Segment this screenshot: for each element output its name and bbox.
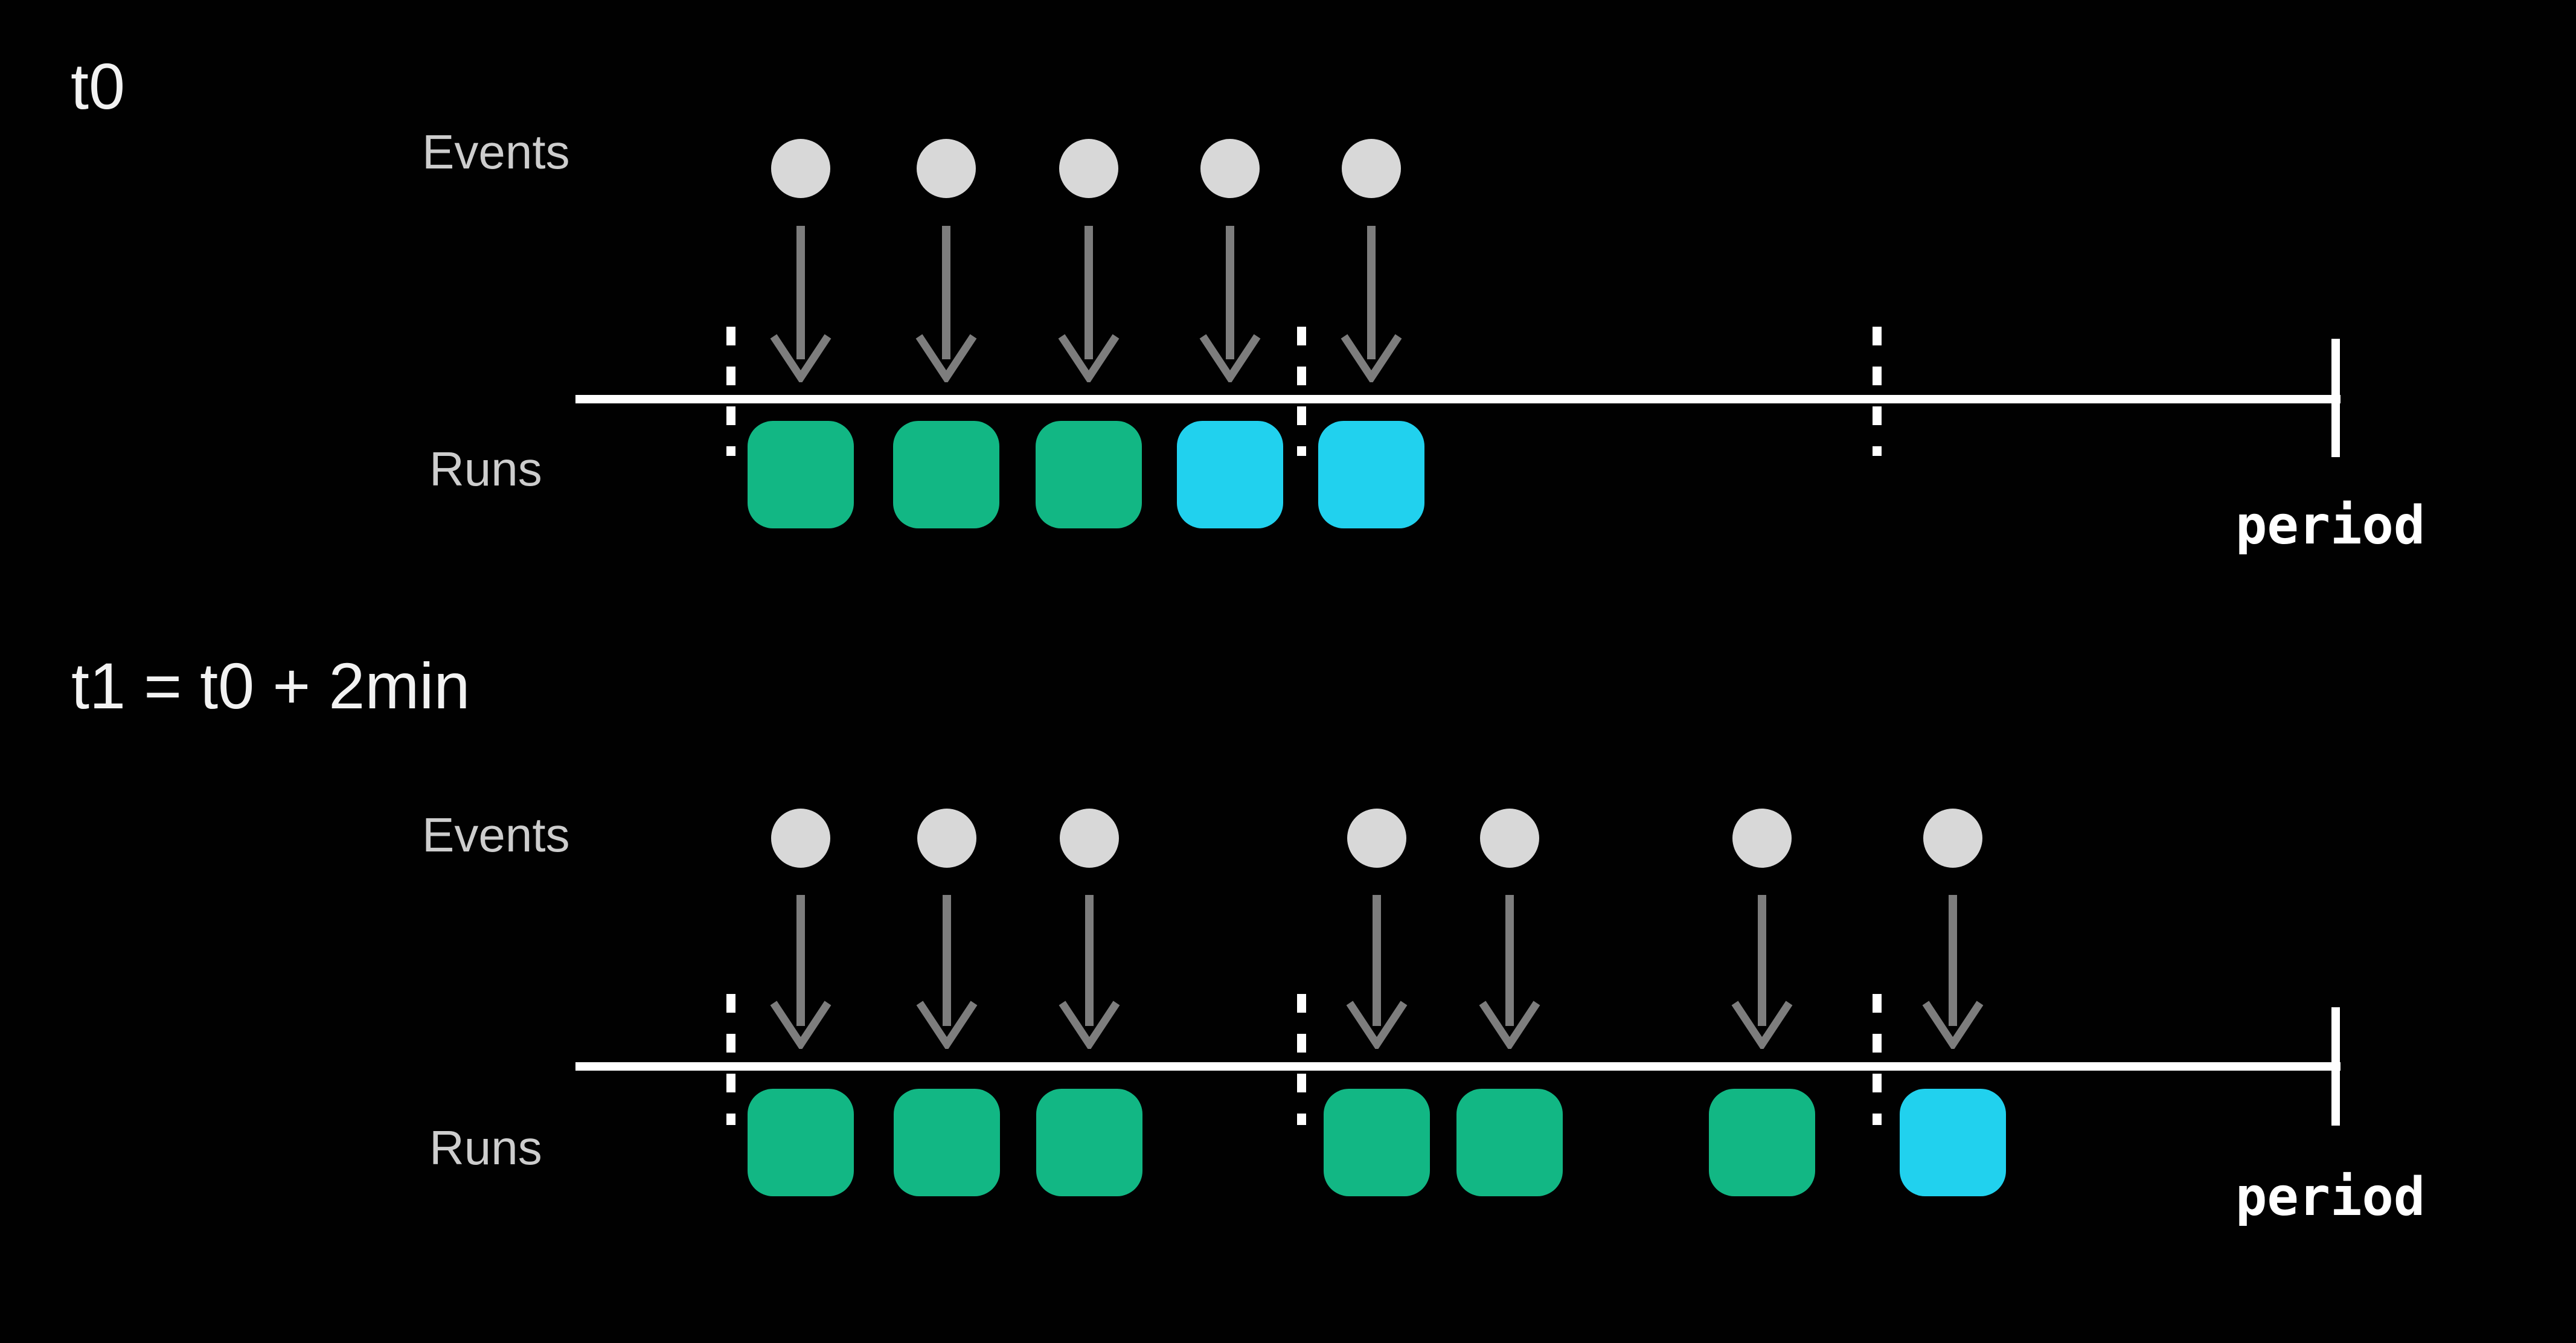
- event-down-arrow-icon: [1922, 895, 1984, 1049]
- run-box-green: [894, 1089, 1000, 1196]
- events-row-label: Events: [422, 808, 570, 862]
- event-dot: [917, 809, 976, 868]
- event-dot: [771, 139, 830, 198]
- event-dot: [917, 139, 976, 198]
- event-dot: [1347, 809, 1406, 868]
- period-boundary-dashed-line: [1873, 327, 1882, 456]
- event-down-arrow-icon: [1479, 895, 1540, 1049]
- event-dot: [1059, 139, 1118, 198]
- event-dot: [1480, 809, 1539, 868]
- period-label: period: [2235, 1166, 2426, 1228]
- run-box-cyan: [1900, 1089, 2006, 1196]
- event-down-arrow-icon: [1341, 226, 1402, 382]
- event-down-arrow-icon: [1199, 226, 1261, 382]
- period-boundary-dashed-line: [1297, 994, 1306, 1125]
- period-boundary-dashed-line: [1297, 327, 1306, 456]
- timeline-end-tick: [2331, 1007, 2340, 1126]
- event-dot: [771, 809, 830, 868]
- event-down-arrow-icon: [916, 895, 978, 1049]
- event-dot: [1732, 809, 1792, 868]
- event-down-arrow-icon: [1346, 895, 1408, 1049]
- run-box-green: [1709, 1089, 1815, 1196]
- run-box-green: [1456, 1089, 1563, 1196]
- runs-row-label: Runs: [429, 1121, 542, 1175]
- event-dot: [1200, 139, 1260, 198]
- run-box-cyan: [1318, 421, 1424, 528]
- event-dot: [1342, 139, 1401, 198]
- runs-row-label: Runs: [429, 442, 542, 496]
- block-title: t0: [71, 50, 126, 123]
- run-box-green: [748, 421, 854, 528]
- run-box-green: [1036, 421, 1142, 528]
- period-boundary-dashed-line: [726, 327, 735, 456]
- timeline-axis: [575, 1062, 2341, 1071]
- block-title: t1 = t0 + 2min: [71, 649, 470, 722]
- event-dot: [1060, 809, 1119, 868]
- run-box-cyan: [1177, 421, 1283, 528]
- run-box-green: [748, 1089, 854, 1196]
- event-down-arrow-icon: [1059, 895, 1120, 1049]
- event-down-arrow-icon: [770, 895, 831, 1049]
- event-down-arrow-icon: [770, 226, 831, 382]
- event-down-arrow-icon: [1731, 895, 1793, 1049]
- period-boundary-dashed-line: [1873, 994, 1882, 1125]
- run-box-green: [893, 421, 999, 528]
- run-box-green: [1324, 1089, 1430, 1196]
- event-down-arrow-icon: [1058, 226, 1120, 382]
- period-label: period: [2235, 495, 2426, 556]
- timeline-end-tick: [2331, 339, 2340, 457]
- run-box-green: [1036, 1089, 1142, 1196]
- period-boundary-dashed-line: [726, 994, 735, 1125]
- events-row-label: Events: [422, 125, 570, 179]
- timeline-axis: [575, 395, 2341, 403]
- event-down-arrow-icon: [915, 226, 977, 382]
- event-dot: [1923, 809, 1982, 868]
